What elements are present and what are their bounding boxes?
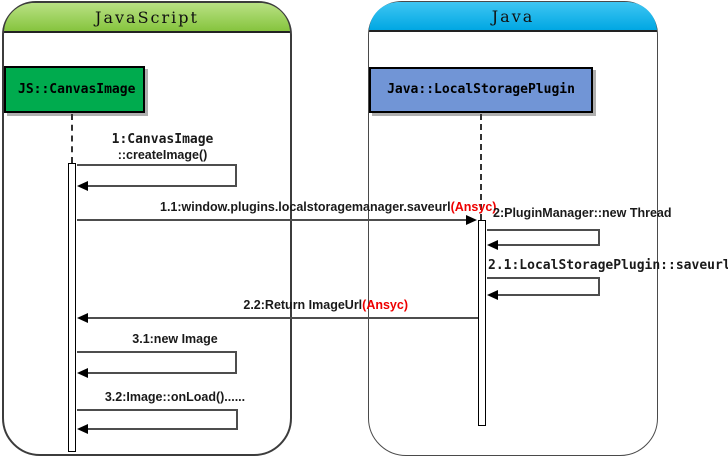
arrowhead-right: [466, 215, 477, 225]
arrowhead-left: [77, 181, 88, 191]
message-1-1-async-suffix: (Ansyc): [450, 200, 497, 214]
message-1-1-line: [77, 219, 467, 221]
arrowhead-left: [487, 290, 498, 300]
activation-bar-java: [478, 220, 486, 426]
message-3-1-line-out: [77, 351, 237, 353]
message-3-1-line-back: [86, 372, 237, 374]
message-2-2-label: 2.2:Return ImageUrl(Ansyc): [158, 298, 408, 312]
message-2-1-line-back: [496, 294, 600, 296]
message-2-1-label: 2.1:LocalStoragePlugin::saveurl: [488, 258, 728, 273]
frame-java-title: Java: [369, 2, 657, 32]
frame-javascript-title: JavaScript: [4, 3, 290, 33]
message-3-1-label: 3.1:new Image: [132, 332, 218, 346]
message-1-1-text: 1.1:window.plugins.localstoragemanager.s…: [160, 200, 451, 214]
lifeline-java: [480, 114, 482, 220]
message-3-2-line-down: [236, 409, 238, 430]
message-3-1-line-down: [235, 351, 237, 374]
message-2-1-line-down: [598, 277, 600, 296]
message-3-2-line-back: [86, 428, 238, 430]
message-2-line-down: [598, 229, 600, 246]
message-1-line-back: [86, 185, 237, 187]
object-java-localstorageplugin: Java::LocalStoragePlugin: [369, 67, 593, 113]
message-2-1-line-out: [487, 277, 600, 279]
arrowhead-left: [77, 313, 88, 323]
message-2-line-back: [496, 244, 600, 246]
object-js-canvasimage: JS::CanvasImage: [4, 66, 145, 113]
message-2-label: 2:PluginManager::new Thread: [493, 206, 672, 220]
message-1-1-label: 1.1:window.plugins.localstoragemanager.s…: [160, 200, 496, 214]
lifeline-js: [71, 114, 73, 163]
message-2-2-async-suffix: (Ansyc): [362, 298, 408, 312]
frame-java: Java: [368, 1, 658, 456]
arrowhead-left: [487, 240, 498, 250]
message-1-line-down: [235, 164, 237, 186]
message-1-label-line1: 1:CanvasImage: [111, 132, 214, 147]
message-1-line-out: [77, 164, 237, 166]
arrowhead-left: [77, 424, 88, 434]
arrowhead-left: [77, 368, 88, 378]
activation-bar-js: [68, 163, 76, 452]
message-2-line-out: [487, 229, 600, 231]
message-2-2-line: [86, 317, 478, 319]
message-2-2-text: 2.2:Return ImageUrl: [243, 298, 363, 312]
message-1-label-line2: ::createImage(): [117, 148, 208, 162]
message-3-2-label: 3.2:Image::onLoad()......: [104, 390, 246, 404]
message-3-2-line-out: [77, 409, 238, 411]
